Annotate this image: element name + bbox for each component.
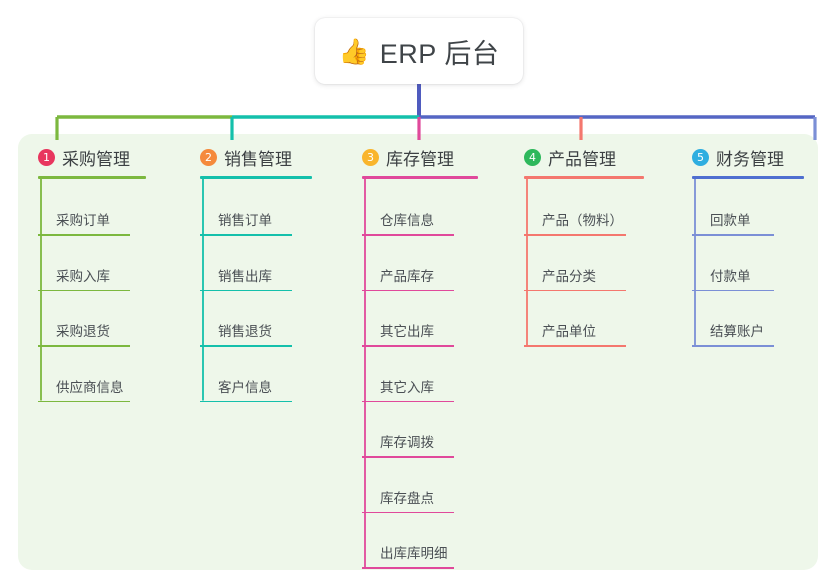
leaf-label: 出库库明细 xyxy=(380,546,448,561)
root-node[interactable]: 👍 ERP 后台 xyxy=(315,18,523,84)
leaf-node[interactable]: 销售出库 xyxy=(200,268,292,292)
leaf-underline xyxy=(524,289,626,292)
leaf-node[interactable]: 回款单 xyxy=(692,212,774,236)
column-underline xyxy=(362,176,478,179)
column-header-4[interactable]: 4 产品管理 xyxy=(524,145,644,169)
leaf-node[interactable]: 其它入库 xyxy=(362,379,454,403)
leaf-underline xyxy=(362,567,454,569)
leaf-node[interactable]: 产品库存 xyxy=(362,268,454,292)
column-header-5[interactable]: 5 财务管理 xyxy=(692,145,804,169)
leaf-node[interactable]: 付款单 xyxy=(692,268,774,292)
leaf-label: 采购退货 xyxy=(56,324,110,339)
leaf-underline xyxy=(200,289,292,292)
leaf-node[interactable]: 产品（物料） xyxy=(524,212,626,236)
thumbs-up-icon: 👍 xyxy=(338,36,370,66)
badge-number-icon: 3 xyxy=(362,148,379,166)
leaf-node[interactable]: 供应商信息 xyxy=(38,379,130,403)
leaf-underline xyxy=(362,234,454,236)
leaf-node[interactable]: 库存调拨 xyxy=(362,434,454,458)
leaf-node[interactable]: 采购退货 xyxy=(38,323,130,347)
leaf-label: 采购订单 xyxy=(56,213,110,228)
badge-number-icon: 5 xyxy=(692,148,709,166)
leaf-label: 采购入库 xyxy=(56,268,110,284)
diagram-panel xyxy=(18,134,818,570)
column-title: 销售管理 xyxy=(224,149,292,169)
leaf-label: 产品（物料） xyxy=(542,213,623,228)
leaf-underline xyxy=(362,456,454,458)
leaf-underline xyxy=(200,345,292,347)
column-header-1[interactable]: 1 采购管理 xyxy=(38,145,146,169)
leaf-node[interactable]: 仓库信息 xyxy=(362,212,454,236)
leaf-underline xyxy=(200,400,292,403)
leaf-label: 仓库信息 xyxy=(380,213,434,228)
leaf-label: 库存调拨 xyxy=(380,435,434,450)
leaf-node[interactable]: 其它出库 xyxy=(362,323,454,347)
leaf-node[interactable]: 结算账户 xyxy=(692,323,774,347)
column-title: 产品管理 xyxy=(548,149,616,169)
leaf-node[interactable]: 销售订单 xyxy=(200,212,292,236)
leaf-underline xyxy=(524,345,626,347)
leaf-label: 其它入库 xyxy=(380,379,434,395)
leaf-underline xyxy=(38,400,130,403)
badge-number-icon: 2 xyxy=(200,148,217,166)
leaf-node[interactable]: 库存盘点 xyxy=(362,490,454,514)
badge-number-icon: 1 xyxy=(38,148,55,166)
leaf-underline xyxy=(200,234,292,236)
column-header-2[interactable]: 2 销售管理 xyxy=(200,145,312,169)
leaf-label: 销售退货 xyxy=(218,324,272,339)
column-title: 库存管理 xyxy=(386,149,454,169)
leaf-label: 销售订单 xyxy=(218,213,272,228)
badge-number-icon: 4 xyxy=(524,148,541,166)
column-underline xyxy=(200,176,312,179)
leaf-node[interactable]: 采购订单 xyxy=(38,212,130,236)
column-title: 财务管理 xyxy=(716,149,784,169)
leaf-label: 产品库存 xyxy=(380,268,434,284)
leaf-label: 回款单 xyxy=(710,213,751,228)
column-header-3[interactable]: 3 库存管理 xyxy=(362,145,478,169)
leaf-underline xyxy=(362,511,454,514)
leaf-node[interactable]: 产品分类 xyxy=(524,268,626,292)
leaf-underline xyxy=(362,289,454,292)
leaf-label: 产品单位 xyxy=(542,324,596,339)
leaf-underline xyxy=(692,345,774,347)
leaf-label: 库存盘点 xyxy=(380,490,434,506)
column-title: 采购管理 xyxy=(62,149,130,169)
column-underline xyxy=(524,176,644,179)
leaf-underline xyxy=(362,345,454,347)
root-title: ERP 后台 xyxy=(379,38,500,69)
leaf-label: 销售出库 xyxy=(218,268,272,284)
leaf-underline xyxy=(38,345,130,347)
leaf-underline xyxy=(692,234,774,236)
leaf-underline xyxy=(692,289,774,292)
leaf-underline xyxy=(38,289,130,292)
column-采购管理: 1 采购管理 xyxy=(38,145,146,179)
leaf-label: 产品分类 xyxy=(542,268,596,284)
leaf-node[interactable]: 出库库明细 xyxy=(362,545,454,569)
column-underline xyxy=(692,176,804,179)
column-财务管理: 5 财务管理 xyxy=(692,145,804,179)
leaf-underline xyxy=(524,234,626,236)
column-underline xyxy=(38,176,146,179)
column-销售管理: 2 销售管理 xyxy=(200,145,312,179)
leaf-node[interactable]: 产品单位 xyxy=(524,323,626,347)
leaf-label: 供应商信息 xyxy=(56,379,124,395)
column-库存管理: 3 库存管理 xyxy=(362,145,478,179)
column-产品管理: 4 产品管理 xyxy=(524,145,644,179)
leaf-label: 其它出库 xyxy=(380,324,434,339)
leaf-node[interactable]: 销售退货 xyxy=(200,323,292,347)
leaf-node[interactable]: 采购入库 xyxy=(38,268,130,292)
leaf-label: 结算账户 xyxy=(710,324,764,339)
leaf-node[interactable]: 客户信息 xyxy=(200,379,292,403)
leaf-underline xyxy=(38,234,130,236)
leaf-underline xyxy=(362,400,454,403)
leaf-label: 付款单 xyxy=(710,268,751,284)
leaf-label: 客户信息 xyxy=(218,379,272,395)
